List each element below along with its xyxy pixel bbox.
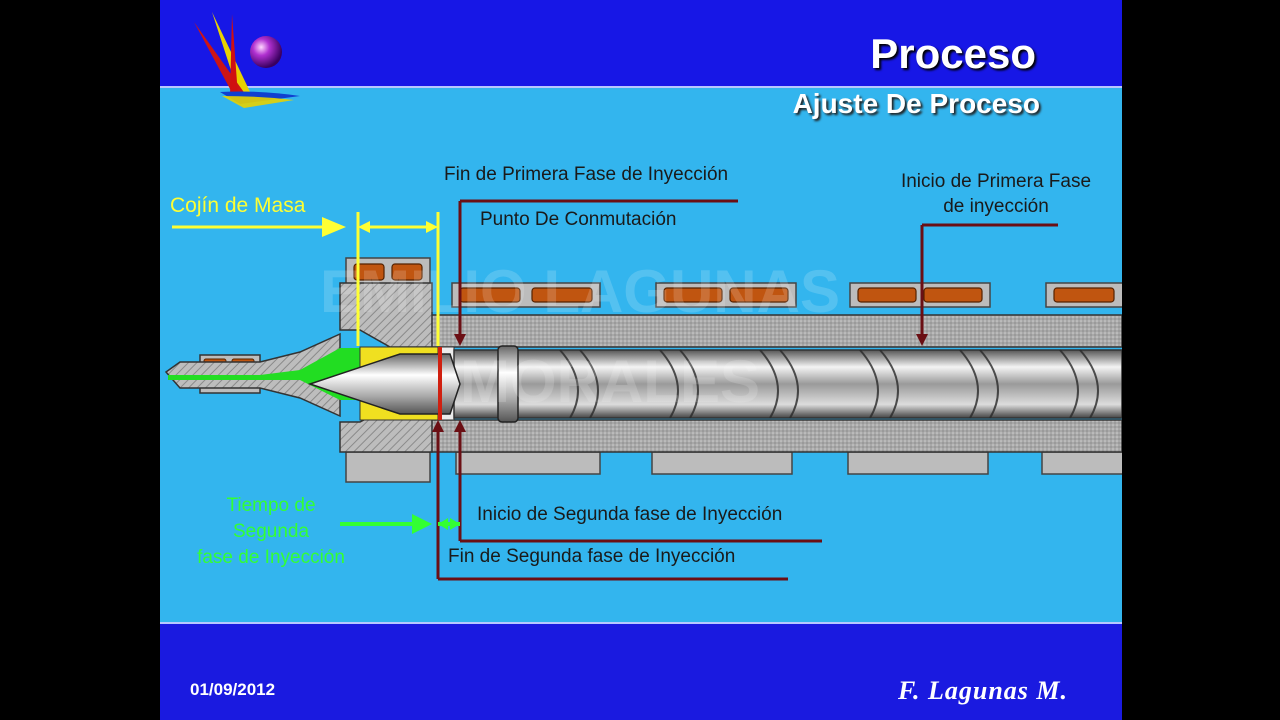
slide-date: 01/09/2012 [190,680,276,699]
author-signature: F. Lagunas M. [898,676,1069,705]
label-tiempo-segunda-fase: Tiempo de Segunda fase de Inyección [197,495,345,568]
label-inicio-primera-fase: Inicio de Primera Fase de inyección [900,171,1092,217]
label-fin-primera-fase: Fin de Primera Fase de Inyección [444,164,729,185]
logo [194,12,300,108]
slide-title: Proceso [870,30,1036,77]
slide-subtitle: Ajuste De Proceso [792,88,1040,119]
label-fin-segunda-fase: Fin de Segunda fase de Inyección [448,546,736,567]
label-punto-conmutacion: Punto De Conmutación [480,209,677,230]
barrel: EMILIO LAGUNAS MORALES [164,257,1122,483]
watermark-line1: EMILIO LAGUNAS [320,258,840,325]
label-inicio-segunda-fase: Inicio de Segunda fase de Inyección [477,504,783,525]
slide-background: EMILIO LAGUNAS MORALES [160,0,1122,720]
cushion-dimension [172,212,440,346]
label-cojin-masa: Cojín de Masa [170,194,306,217]
slide: EMILIO LAGUNAS MORALES [160,0,1122,720]
watermark-line2: MORALES [460,348,760,415]
